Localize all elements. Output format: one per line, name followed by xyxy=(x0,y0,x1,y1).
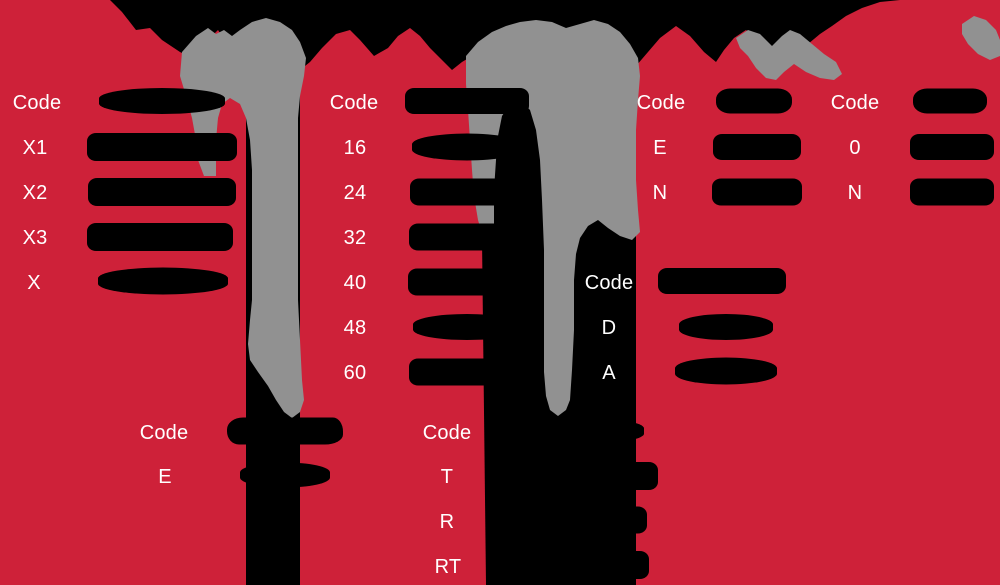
table-numeric-codes-row-4-code: 48 xyxy=(343,317,367,339)
table-numeric-codes-header-label: Code xyxy=(329,92,379,114)
table-trrt-codes-row-1-value-redaction xyxy=(509,506,647,534)
table-trrt-codes-header-label: Code xyxy=(422,422,472,444)
table-trrt-codes-row-2-value-redaction xyxy=(507,551,649,579)
table-0n-codes-header-label: Code xyxy=(830,92,880,114)
gray-band-left xyxy=(180,18,306,418)
table-en-codes-row-1-code: N xyxy=(652,182,668,204)
table-en-codes-header-value-redaction xyxy=(716,88,792,114)
table-0n-codes-header-value-redaction xyxy=(913,88,987,114)
table-trrt-codes-row-1-code: R xyxy=(439,511,455,533)
table-trrt-codes-header-value-redaction xyxy=(512,417,644,445)
table-e-code-header-label: Code xyxy=(139,422,189,444)
table-numeric-codes-row-0-value-redaction xyxy=(412,133,522,161)
table-numeric-codes-row-2-value-redaction xyxy=(409,223,525,251)
table-e-code-row-0-value-redaction xyxy=(240,462,330,488)
table-0n-codes-row-0-code: 0 xyxy=(849,137,861,159)
table-x-codes-row-2-code: X3 xyxy=(22,227,48,249)
table-x-codes-row-3-code: X xyxy=(27,272,41,294)
table-en-codes-row-1-value-redaction xyxy=(712,178,802,206)
table-x-codes-row-0-code: X1 xyxy=(22,137,48,159)
table-numeric-codes-row-0-code: 16 xyxy=(343,137,367,159)
table-e-code-row-0-code: E xyxy=(158,466,172,488)
table-x-codes-row-1-value-redaction xyxy=(88,178,236,206)
table-numeric-codes-row-1-code: 24 xyxy=(343,182,367,204)
table-numeric-codes-header-value-redaction xyxy=(405,88,529,114)
table-numeric-codes-row-3-value-redaction xyxy=(408,268,526,296)
table-e-code-header-value-redaction xyxy=(227,417,343,445)
table-trrt-codes-row-0-value-redaction xyxy=(498,462,658,490)
table-numeric-codes-row-4-value-redaction xyxy=(413,314,521,340)
table-0n-codes-row-1-code: N xyxy=(847,182,863,204)
table-da-codes-header-label: Code xyxy=(584,272,634,294)
red-field-center xyxy=(300,28,452,585)
table-da-codes-row-0-value-redaction xyxy=(679,314,773,340)
table-numeric-codes-row-3-code: 40 xyxy=(343,272,367,294)
table-0n-codes-row-1-value-redaction xyxy=(910,178,994,206)
table-da-codes-row-1-code: A xyxy=(602,362,616,384)
table-en-codes-row-0-code: E xyxy=(653,137,667,159)
gray-band-center xyxy=(466,20,640,416)
table-numeric-codes-row-2-code: 32 xyxy=(343,227,367,249)
table-x-codes-row-0-value-redaction xyxy=(87,133,237,161)
table-numeric-codes-row-5-value-redaction xyxy=(409,358,525,386)
table-x-codes-row-1-code: X2 xyxy=(22,182,48,204)
table-x-codes-header-value-redaction xyxy=(99,88,225,114)
table-da-codes-row-0-code: D xyxy=(601,317,617,339)
table-0n-codes-row-0-value-redaction xyxy=(910,134,994,160)
table-x-codes-row-3-value-redaction xyxy=(98,267,228,295)
gray-wedge-far-right xyxy=(962,16,1000,60)
gray-wedge-right xyxy=(736,30,842,80)
table-trrt-codes-row-0-code: T xyxy=(440,466,454,488)
table-da-codes-row-1-value-redaction xyxy=(675,357,777,385)
table-trrt-codes-row-2-code: RT xyxy=(434,556,462,578)
table-en-codes-header-label: Code xyxy=(636,92,686,114)
table-da-codes-header-value-redaction xyxy=(658,268,786,294)
table-numeric-codes-row-1-value-redaction xyxy=(410,178,524,206)
table-numeric-codes-row-5-code: 60 xyxy=(343,362,367,384)
table-x-codes-row-2-value-redaction xyxy=(87,223,233,251)
table-en-codes-row-0-value-redaction xyxy=(713,134,801,160)
table-x-codes-header-label: Code xyxy=(12,92,62,114)
